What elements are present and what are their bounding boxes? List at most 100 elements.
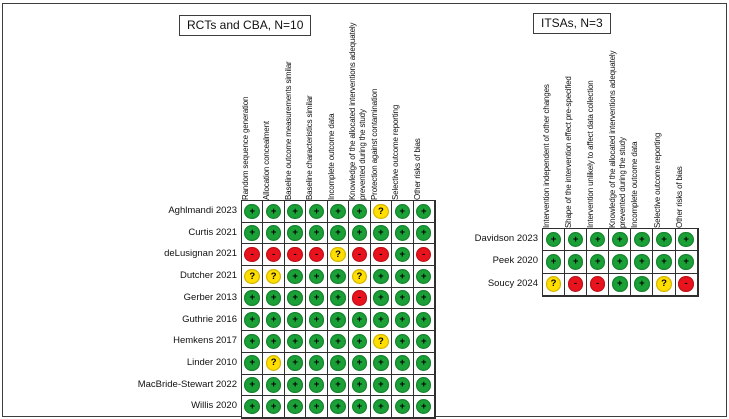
judgement-low-icon: + (287, 290, 303, 306)
judgement-low-icon: + (265, 290, 282, 306)
rob-cell: + (349, 331, 371, 353)
rob-cell: + (392, 201, 414, 223)
judgement-high-icon: - (351, 246, 368, 263)
rob-cell: + (263, 374, 285, 397)
judgement-low-icon: + (308, 268, 325, 285)
judgement-low-icon: + (308, 377, 325, 393)
judgement-low-icon: + (265, 377, 282, 393)
judgement-low-icon: + (656, 231, 672, 248)
study-label: Soucy 2024 (487, 277, 538, 289)
judgement-low-icon: + (308, 398, 325, 415)
rob-cell: ? (370, 331, 393, 353)
rob-cell: + (242, 309, 264, 332)
rob-cell: + (413, 222, 435, 245)
rob-cell: + (370, 396, 393, 418)
rob-cell: + (284, 396, 307, 418)
rob-cell: ? (327, 244, 350, 267)
rob-cell: + (392, 396, 414, 418)
rob-cell: + (413, 309, 435, 332)
judgement-high-icon: - (589, 276, 606, 292)
judgement-low-icon: + (656, 254, 672, 270)
column-header-label: Other risks of bias (674, 166, 684, 228)
judgement-low-icon: + (351, 203, 368, 220)
judgement-unclear-icon: ? (330, 246, 346, 263)
column-header-label: Selective outcome reporting (391, 104, 401, 200)
study-label: Dutcher 2021 (179, 270, 237, 282)
judgement-low-icon: + (265, 225, 282, 241)
column-header-label: Incomplete outcome data (326, 113, 336, 200)
rob-cell: + (413, 352, 435, 375)
column-header-label: Shape of the intervention effect pre-spe… (564, 76, 574, 228)
judgement-low-icon: + (330, 333, 346, 350)
rob-cell: + (631, 273, 654, 296)
judgement-low-icon: + (244, 203, 260, 220)
rob-cell: ? (653, 273, 676, 296)
judgement-low-icon: + (634, 254, 650, 270)
rob-cell: + (284, 201, 307, 223)
rob-cell: + (263, 331, 285, 353)
rob-cell: + (242, 201, 264, 223)
rob-cell: - (675, 273, 698, 296)
rob-cell: + (370, 287, 393, 310)
rob-cell: + (349, 201, 371, 223)
rob-cell: + (565, 229, 588, 252)
rob-cell: + (653, 251, 676, 274)
rob-cell: - (349, 287, 371, 310)
judgement-low-icon: + (394, 333, 411, 350)
column-header: Incomplete outcome data (630, 28, 652, 228)
column-header-label: Baseline characteristics similar (305, 95, 315, 200)
judgement-unclear-icon: ? (265, 268, 282, 285)
panel-title-rcts-cba: RCTs and CBA, N=10 (179, 15, 312, 36)
rob-cell: - (565, 273, 588, 296)
rob-cell: + (263, 222, 285, 245)
rob-cell: - (263, 244, 285, 267)
judgement-low-icon: + (589, 231, 606, 248)
study-label: Davidson 2023 (474, 233, 538, 244)
column-header-label: Intervention independent of other change… (542, 84, 551, 228)
rob-cell: + (306, 331, 328, 353)
column-header-label: Selective outcome reporting (652, 132, 662, 228)
judgement-low-icon: + (330, 225, 346, 241)
judgement-low-icon: + (612, 254, 628, 270)
judgement-high-icon: - (678, 276, 694, 292)
rob-cell: + (392, 331, 414, 353)
judgement-low-icon: + (415, 268, 432, 285)
study-label: Guthrie 2016 (182, 313, 237, 325)
rob-cell: + (327, 396, 350, 418)
rob-cell: + (306, 374, 328, 397)
rob-cell: + (349, 222, 371, 245)
judgement-low-icon: + (394, 290, 411, 306)
study-label: Gerber 2013 (183, 291, 237, 303)
judgement-high-icon: - (351, 290, 368, 306)
rob-cell: ? (543, 273, 566, 296)
judgement-low-icon: + (351, 377, 368, 393)
column-header: Knowledge of the allocated interventions… (608, 28, 630, 228)
rob-cell: - (349, 244, 371, 267)
rob-cell: + (631, 251, 654, 274)
judgement-low-icon: + (394, 355, 411, 371)
judgement-low-icon: + (287, 225, 303, 241)
study-label: Curtis 2021 (188, 226, 237, 238)
column-header: Baseline characteristics similar (305, 4, 326, 200)
judgement-low-icon: + (308, 203, 325, 220)
judgement-low-icon: + (265, 398, 282, 415)
rob-cell: + (349, 352, 371, 375)
rob-cell: + (609, 251, 632, 274)
rob-cell: + (370, 374, 393, 397)
judgement-low-icon: + (308, 355, 325, 371)
judgement-low-icon: + (308, 225, 325, 241)
judgement-low-icon: + (244, 225, 260, 241)
rob-cell: + (349, 396, 371, 418)
rob-cell: + (263, 201, 285, 223)
rob-cell: + (242, 331, 264, 353)
judgement-low-icon: + (394, 225, 411, 241)
rob-cell: + (327, 331, 350, 353)
judgement-low-icon: + (351, 398, 368, 415)
rob-cell: + (306, 287, 328, 310)
judgement-low-icon: + (415, 290, 432, 306)
rob-cell: + (349, 374, 371, 397)
column-header: Incomplete outcome data (327, 4, 348, 200)
rob-cell: - (587, 273, 610, 296)
judgement-high-icon: - (287, 246, 303, 263)
study-label: MacBride-Stewart 2022 (137, 378, 237, 390)
